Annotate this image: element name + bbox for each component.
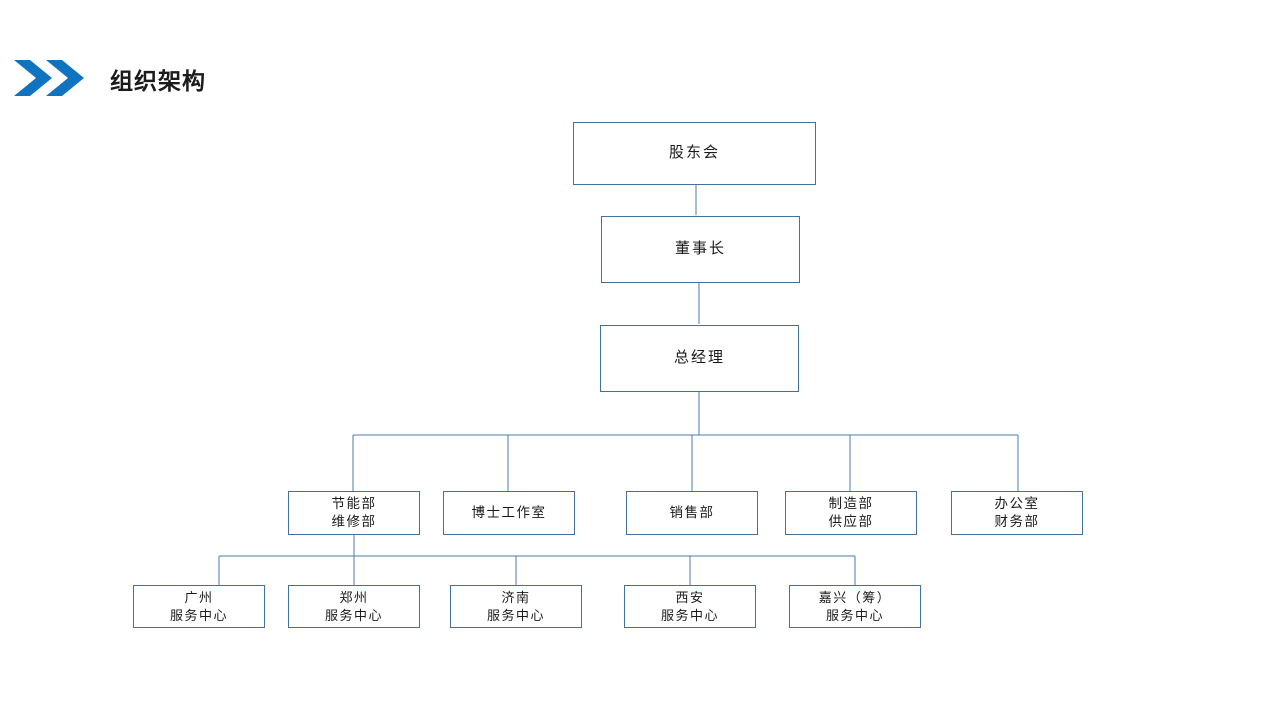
org-node-guangzhou-service-center[interactable]: 广州 服务中心 [133, 585, 265, 628]
org-node-line: 董事长 [674, 240, 726, 258]
org-node-chairman[interactable]: 董事长 [601, 216, 800, 283]
page-title: 组织架构 [110, 68, 206, 94]
org-node-jiaxing-service-center[interactable]: 嘉兴（筹） 服务中心 [789, 585, 921, 628]
org-node-energy-maintenance[interactable]: 节能部 维修部 [288, 491, 420, 535]
org-node-line: 维修部 [331, 514, 377, 529]
org-node-xian-service-center[interactable]: 西安 服务中心 [624, 585, 756, 628]
double-chevron-right-icon [14, 58, 90, 98]
org-node-jinan-service-center[interactable]: 济南 服务中心 [450, 585, 582, 628]
org-node-line: 办公室 [994, 495, 1040, 511]
org-node-line: 服务中心 [825, 607, 884, 623]
slide-header: 组织架构 [0, 0, 1280, 115]
org-node-line: 济南 [501, 589, 531, 605]
org-node-line: 节能部 [331, 495, 377, 511]
org-node-line: 广州 [184, 589, 214, 605]
org-node-general-manager[interactable]: 总经理 [600, 325, 799, 392]
org-node-line: 服务中心 [660, 607, 719, 623]
org-node-line: 郑州 [339, 589, 369, 605]
org-node-line: 博士工作室 [471, 504, 547, 520]
org-node-manufacturing-supply[interactable]: 制造部 供应部 [785, 491, 917, 535]
org-node-line: 总经理 [673, 349, 725, 367]
org-node-office-finance[interactable]: 办公室 财务部 [951, 491, 1083, 535]
org-node-zhengzhou-service-center[interactable]: 郑州 服务中心 [288, 585, 420, 628]
org-node-line: 股东会 [668, 144, 720, 162]
org-node-line: 制造部 [828, 495, 874, 511]
org-node-sales[interactable]: 销售部 [626, 491, 758, 535]
org-node-line: 西安 [675, 589, 705, 605]
org-node-line: 嘉兴（筹） [818, 589, 892, 605]
org-node-line: 服务中心 [169, 607, 228, 623]
org-node-line: 服务中心 [486, 607, 545, 623]
org-node-line: 销售部 [669, 504, 715, 520]
org-node-line: 财务部 [994, 514, 1040, 529]
org-node-line: 供应部 [828, 514, 874, 529]
org-node-line: 服务中心 [324, 607, 383, 623]
org-node-shareholders[interactable]: 股东会 [573, 122, 816, 185]
org-node-doctoral-studio[interactable]: 博士工作室 [443, 491, 575, 535]
